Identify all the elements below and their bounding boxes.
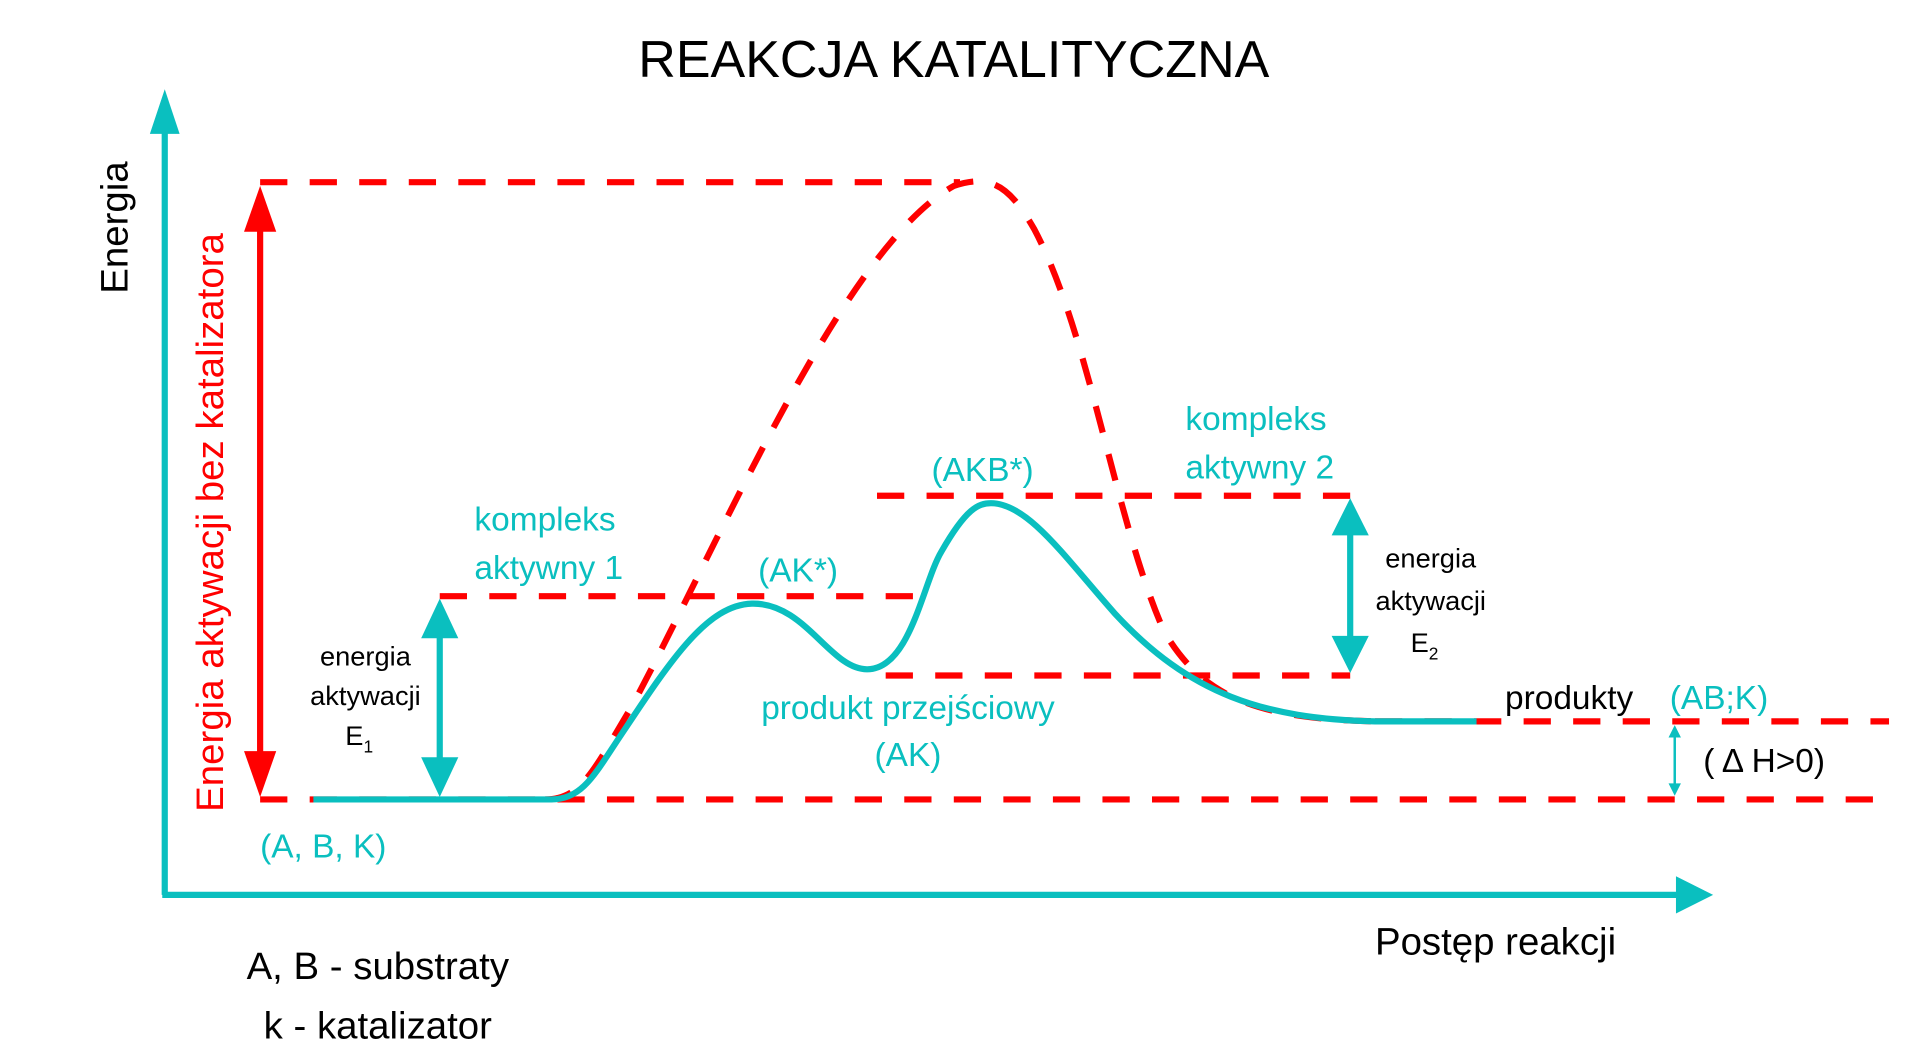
complex1-formula: (AK*) — [758, 552, 838, 589]
arrow-down-icon — [1331, 635, 1369, 674]
uncatalyzed-activation-arrow — [244, 185, 277, 797]
complex1-label-line1: kompleks — [474, 501, 615, 538]
arrow-down-icon — [421, 757, 459, 797]
reference-lines — [260, 178, 1890, 803]
arrow-up-icon — [421, 598, 459, 639]
uncatalyzed-curve — [544, 178, 1376, 803]
complex2-label-line1: kompleks — [1185, 401, 1326, 438]
x-axis — [162, 876, 1714, 914]
y-axis-label: Energia — [94, 161, 137, 294]
x-axis-label: Postęp reakcji — [1375, 920, 1616, 963]
arrow-up-icon — [1331, 498, 1369, 536]
arrow-down-icon — [244, 751, 277, 797]
e2-label-line2: aktywacji — [1375, 585, 1486, 616]
e1-label-line1: energia — [320, 641, 412, 672]
complex1-label-line2: aktywny 1 — [474, 550, 623, 587]
complex2-formula: (AKB*) — [932, 452, 1034, 489]
products-formula: (AB;K) — [1670, 680, 1768, 717]
products-label: produkty — [1505, 680, 1633, 717]
enthalpy-label: ( Δ H>0) — [1703, 743, 1825, 780]
catalyzed-curve — [313, 500, 1477, 803]
arrow-up-icon — [244, 185, 277, 232]
intermediate-label-line2: (AK) — [875, 737, 942, 774]
enthalpy-arrow — [1668, 725, 1681, 796]
y-axis-arrow-icon — [149, 89, 180, 134]
x-axis-arrow-icon — [1675, 876, 1714, 914]
e1-symbol: E1 — [345, 720, 373, 756]
diagram-title: REAKCJA KATALITYCZNA — [638, 31, 1269, 89]
arrow-up-icon — [1668, 725, 1681, 738]
legend-catalyst: k - katalizator — [264, 1005, 493, 1048]
legend-substrates: A, B - substraty — [247, 945, 510, 988]
e2-label-line1: energia — [1385, 543, 1477, 574]
y-axis — [149, 89, 180, 895]
arrow-down-icon — [1668, 783, 1681, 796]
complex2-label-line2: aktywny 2 — [1185, 449, 1334, 486]
intermediate-label-line1: produkt przejściowy — [761, 690, 1055, 727]
reactants-label: (A, B, K) — [260, 829, 386, 866]
e1-arrow — [421, 598, 459, 797]
e2-arrow — [1331, 498, 1369, 674]
e2-symbol: E2 — [1411, 627, 1439, 663]
uncatalyzed-activation-label: Energia aktywacji bez katalizatora — [189, 233, 232, 812]
e1-label-line2: aktywacji — [310, 680, 421, 711]
